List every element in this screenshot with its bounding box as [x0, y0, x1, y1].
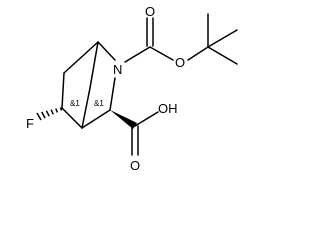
boc-group-bonds — [124, 13, 238, 65]
bond-c3-c4 — [81, 109, 111, 129]
bond-c1-n2 — [97, 41, 116, 61]
carboxylic-acid-bonds — [110, 110, 159, 156]
bicyclic-ring-bonds — [61, 41, 116, 129]
bond-acid-c-hydroxyl — [134, 111, 159, 127]
stereo-label-c3: &1 — [94, 99, 104, 108]
ether-oxygen-label: O — [175, 55, 185, 70]
chemical-structure: N O O F O OH &1 &1 — [26, 4, 238, 173]
bond-c7-c4-bridge — [81, 87, 91, 129]
bond-carbonyl-c-ether-o — [149, 46, 174, 61]
bond-c1-c7-bridge — [89, 41, 99, 89]
bond-tert-c-methyl-down — [207, 46, 238, 65]
acid-carbonyl-oxygen-label: O — [130, 158, 140, 173]
boc-carbonyl-oxygen-label: O — [145, 4, 155, 19]
bond-ether-o-tert-c — [187, 46, 209, 61]
nitrogen-atom-label: N — [113, 62, 122, 77]
hydroxyl-group-label: OH — [158, 101, 178, 116]
stereo-label-c5: &1 — [70, 99, 80, 108]
bond-c4-c5 — [61, 107, 83, 129]
bond-n2-carbonyl-c — [124, 46, 151, 63]
hashed-bond-c5-f — [36, 107, 63, 121]
wedge-bond-c3-acid-c — [110, 110, 137, 129]
bond-n2-c3 — [109, 77, 116, 111]
bond-c5-c6 — [61, 72, 65, 109]
fluorine-atom-label: F — [26, 116, 34, 131]
bond-tert-c-methyl-right — [207, 29, 238, 48]
bond-c6-c1 — [63, 41, 99, 74]
